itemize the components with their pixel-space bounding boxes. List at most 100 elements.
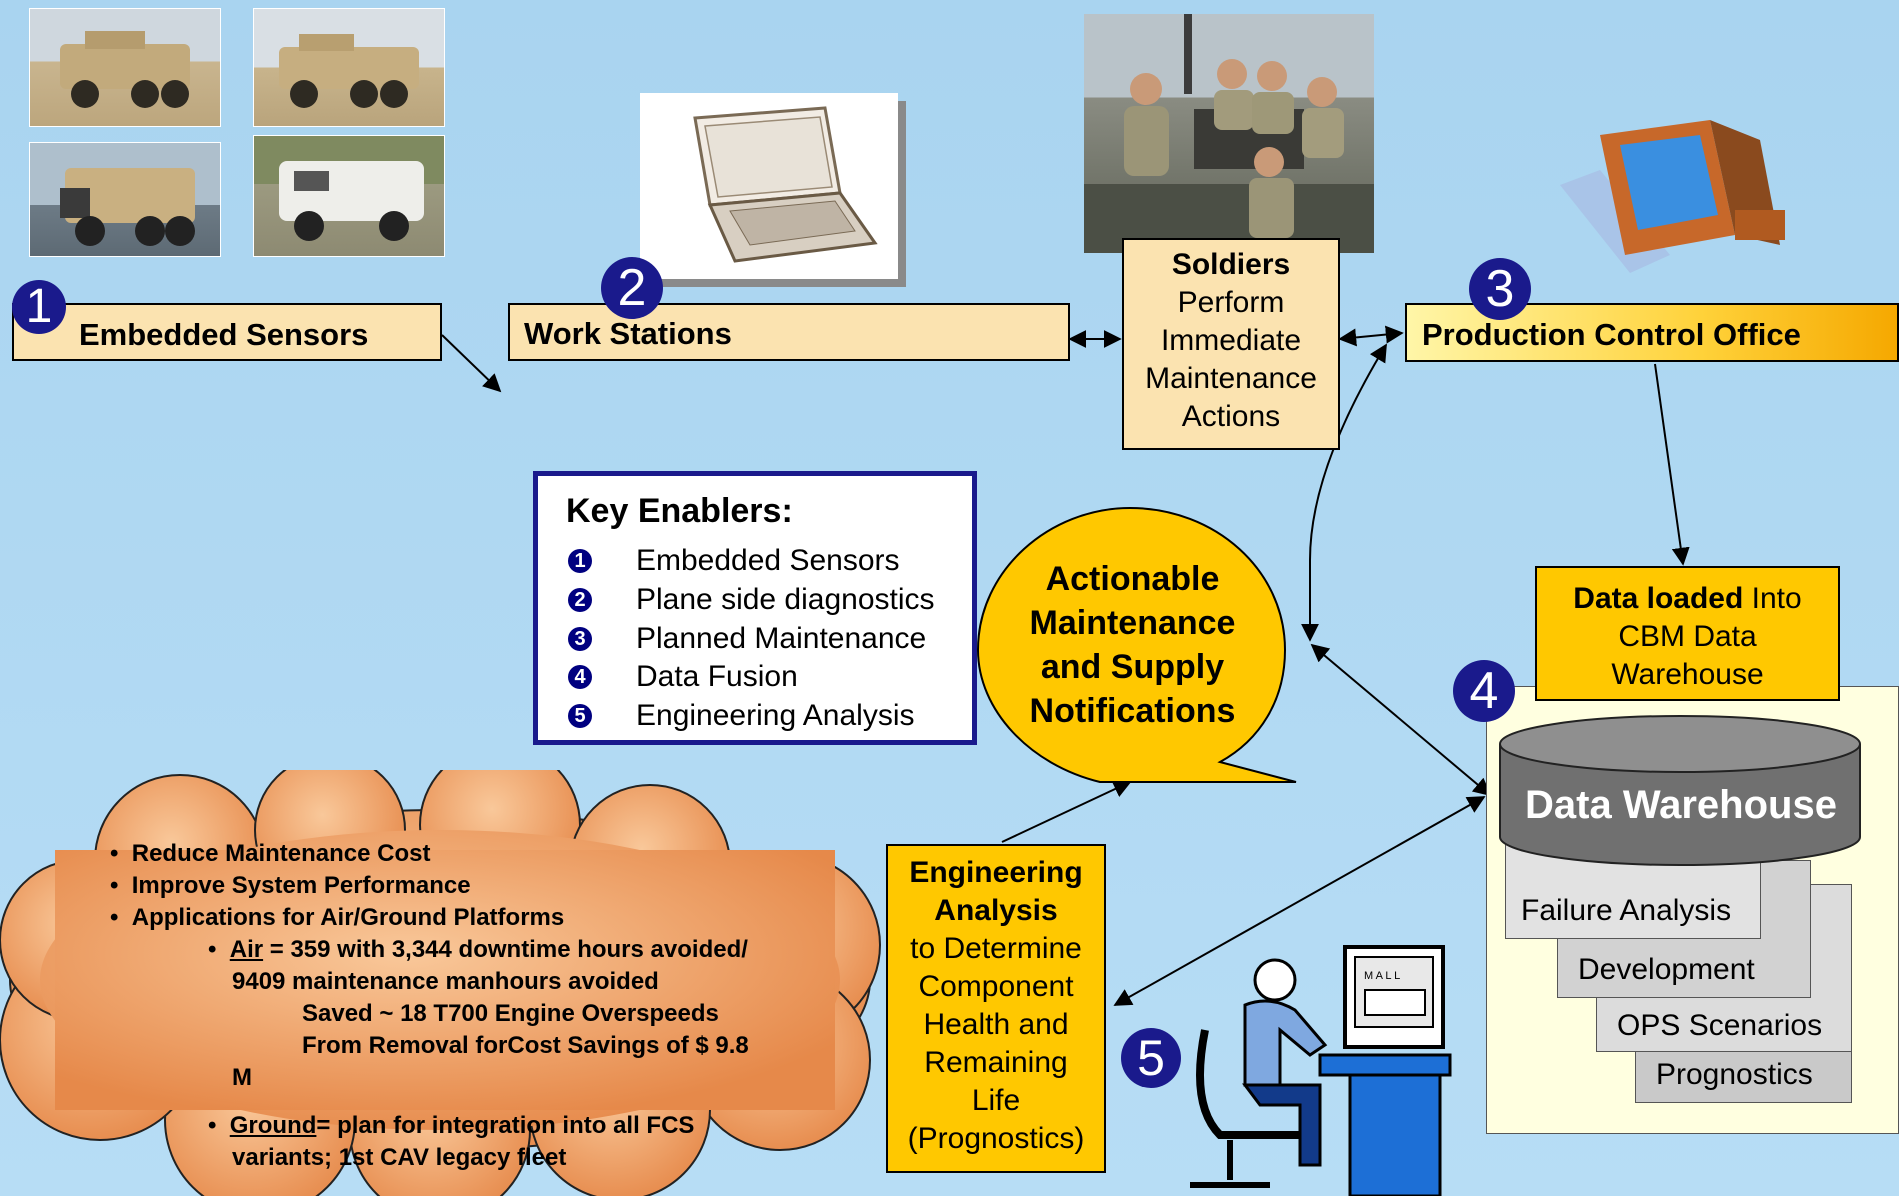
soldiers-icon: [1084, 14, 1374, 253]
step-3-badge: 3: [1469, 258, 1531, 320]
cloud-m-line: M: [232, 1064, 252, 1091]
cloud-air-line-2: 9409 maintenance manhours avoided: [232, 968, 659, 995]
enabler-text: Engineering Analysis: [636, 699, 915, 732]
arrow-warehouse-callout: [1310, 643, 1492, 797]
laptop-icon: [693, 106, 878, 263]
cloud-air-line: • Air = 359 with 3,344 downtime hours av…: [208, 934, 748, 966]
production-control-box: Production Control Office: [1405, 303, 1899, 362]
armored-truck-icon: [60, 168, 195, 246]
bullet-text: Reduce Maintenance Cost: [131, 840, 431, 867]
step-5-badge: 5: [1121, 1028, 1181, 1088]
data-warehouse-title: Data Warehouse: [1525, 783, 1837, 827]
vehicle-photo-3: [29, 142, 221, 257]
key-enablers-title: Key Enablers:: [566, 492, 793, 530]
arrow-sensors-to-workstations: [441, 334, 502, 393]
armored-truck-icon: [279, 34, 419, 108]
data-loaded-line: CBM Data: [1618, 620, 1757, 653]
vehicle-photo-1: [29, 8, 221, 127]
enabler-number-badge: 2: [568, 588, 592, 612]
engineering-line: Life: [971, 1084, 1021, 1117]
work-stations-label: Work Stations: [524, 316, 732, 351]
cloud-saved-line: From Removal forCost Savings of $ 9.8: [302, 1032, 749, 1059]
data-loaded-box: Data loaded Into CBM Data Warehouse: [1535, 566, 1840, 701]
key-enablers-panel: Key Enablers: 1 Embedded Sensors 2 Plane…: [533, 471, 977, 745]
armored-truck-icon: [279, 161, 424, 241]
bullet-text: Improve System Performance: [131, 872, 471, 899]
embedded-sensors-label: Embedded Sensors: [79, 317, 369, 352]
data-loaded-rest: Into: [1743, 582, 1802, 615]
ground-label: Ground: [229, 1112, 317, 1139]
engineering-line: Remaining: [924, 1046, 1068, 1079]
engineering-line: Health and: [923, 1008, 1069, 1041]
soldiers-line: Actions: [1181, 400, 1281, 433]
enabler-number-badge: 1: [568, 549, 592, 573]
data-loaded-bold: Data loaded: [1573, 582, 1744, 615]
engineering-title-line: Analysis: [934, 894, 1058, 927]
engineering-line: (Prognostics): [907, 1122, 1085, 1155]
enabler-number-badge: 5: [568, 704, 592, 728]
soldiers-photo: [1084, 14, 1374, 253]
engineering-line: to Determine: [910, 932, 1082, 965]
soldiers-line: Immediate: [1160, 324, 1302, 357]
laptop-image: [640, 93, 898, 279]
soldiers-line: Perform: [1177, 286, 1285, 319]
vehicle-photo-2: [253, 8, 445, 127]
cloud-bullet: • Applications for Air/Ground Platforms: [110, 902, 564, 934]
cloud-ground-line: • Ground= plan for integration into all …: [208, 1110, 694, 1142]
bullet-icon: •: [110, 840, 132, 867]
bullet-icon: •: [110, 904, 132, 931]
callout-line: and Supply: [1040, 648, 1225, 686]
enabler-text: Planned Maintenance: [636, 622, 927, 655]
bullet-icon: •: [208, 936, 230, 963]
sheet-label: Development: [1578, 953, 1755, 986]
arrow-engineering-callout: [1001, 780, 1132, 843]
database-cylinder-icon: [1499, 715, 1861, 866]
step-1-badge: 1: [12, 280, 66, 334]
arrow-pco-to-dataloaded: [1654, 363, 1690, 566]
data-loaded-line: Warehouse: [1611, 658, 1764, 691]
work-stations-box: Work Stations: [508, 303, 1070, 361]
air-label: Air: [229, 936, 264, 963]
arrow-soldiers-pco: [1338, 325, 1404, 347]
computer-icon: [1560, 120, 1785, 273]
data-loaded-line: Data loaded Into: [1537, 580, 1838, 618]
enabler-text: Plane side diagnostics: [636, 583, 935, 616]
air-text: = 359 with 3,344 downtime hours avoided/: [263, 936, 748, 963]
engineering-title-line: Engineering: [909, 856, 1083, 889]
step-4-badge: 4: [1453, 660, 1515, 722]
engineering-line: Component: [918, 970, 1074, 1003]
cloud-bullet: • Reduce Maintenance Cost: [110, 838, 430, 870]
vehicle-photo-4: [253, 135, 445, 257]
bullet-icon: •: [110, 872, 132, 899]
enabler-text: Embedded Sensors: [636, 544, 900, 577]
enabler-number-badge: 4: [568, 665, 592, 689]
benefits-cloud-shape: [0, 770, 881, 1196]
bullet-text: Applications for Air/Ground Platforms: [131, 904, 565, 931]
arrow-warehouse-engineering: [1113, 796, 1486, 1006]
ground-text: = plan for integration into all FCS: [316, 1112, 695, 1139]
cloud-saved-line: Saved ~ 18 T700 Engine Overspeeds: [302, 1000, 719, 1027]
callout-line: Actionable: [1045, 560, 1220, 598]
sheet-label: Failure Analysis: [1521, 894, 1732, 927]
sheet-label: OPS Scenarios: [1617, 1009, 1823, 1042]
enabler-number-badge: 3: [568, 627, 592, 651]
soldiers-box: Soldiers Perform Immediate Maintenance A…: [1122, 238, 1340, 450]
analyst-at-computer-icon: M A L L: [1190, 945, 1452, 1196]
desktop-computer-image: [1560, 115, 1810, 275]
cloud-ground-line-2: variants; 1st CAV legacy fleet: [232, 1144, 567, 1171]
arrow-pco-callout: [1301, 343, 1387, 642]
step-2-badge: 2: [601, 257, 663, 319]
cloud-bullet: • Improve System Performance: [110, 870, 471, 902]
notification-callout-text: Actionable Maintenance and Supply Notifi…: [1000, 557, 1265, 733]
monitor-label: M A L L: [1364, 970, 1400, 982]
embedded-sensors-box: Embedded Sensors: [12, 303, 442, 361]
enabler-text: Data Fusion: [636, 660, 798, 693]
notification-callout-shape: [976, 506, 1297, 783]
callout-line: Notifications: [1029, 692, 1236, 730]
soldiers-line: Maintenance: [1145, 362, 1317, 395]
callout-line: Maintenance: [1029, 604, 1236, 642]
sheet-label: Prognostics: [1656, 1058, 1813, 1091]
soldiers-title: Soldiers: [1171, 248, 1291, 281]
production-control-label: Production Control Office: [1422, 317, 1801, 352]
